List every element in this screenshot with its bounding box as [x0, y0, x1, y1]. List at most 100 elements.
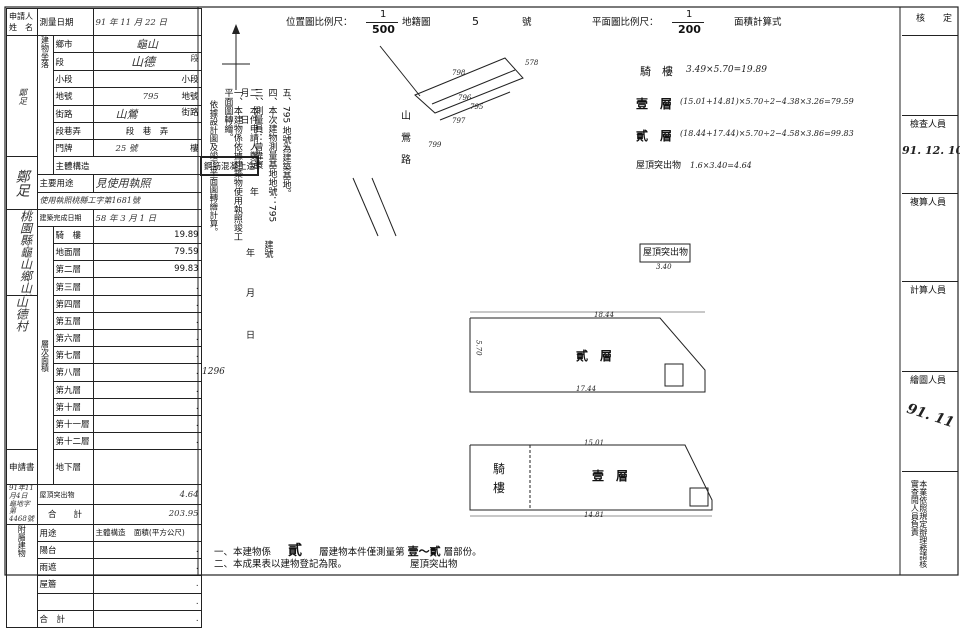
floor2-label: 貳 層 — [576, 349, 613, 363]
floor-label-7: 第七層 — [52, 346, 94, 365]
floor-label-12: 第十二層 — [52, 432, 94, 451]
floor-label-11: 第十一層 — [52, 414, 94, 434]
note-6: 依據設計圖及竣工平面圖轉繪計算。 — [207, 100, 218, 236]
note-3: 三、測量員：曾偉寰 — [252, 88, 263, 169]
footer-note-2-extra: 屋頂突出物 — [410, 559, 458, 570]
section-label: 段 — [52, 52, 94, 72]
arcade-label: 騎 樓 — [493, 462, 506, 496]
attach-label-2: 屋簷 — [36, 575, 94, 594]
calc-formula-1f: (15.01+14.81)×5.70÷2−4.38×3.26=79.59 — [680, 97, 854, 106]
lot-797: 797 — [452, 117, 466, 125]
door-suffix: 樓 — [190, 144, 199, 155]
roof-value: 4.64 — [92, 484, 202, 506]
use: 見使用執照 — [92, 174, 202, 193]
floor-value-4: . — [92, 294, 202, 313]
structure-label: 主體構造 — [52, 156, 202, 176]
floor-value-6: . — [92, 328, 202, 348]
floor-label-8: 第八層 — [52, 363, 94, 382]
plan-scale-bar — [672, 22, 704, 23]
total2-value: . — [92, 609, 202, 628]
floor-value-12: . — [92, 432, 202, 451]
basement-value — [92, 449, 202, 486]
calc-formula-roof: 1.6×3.40=4.64 — [690, 161, 752, 170]
road-name: 山鶯路 — [398, 110, 410, 176]
section: 山德 段 — [92, 52, 202, 72]
approve-label: 核 定 — [916, 14, 953, 24]
license: 使用執照桃縣工字第1681號 — [36, 191, 202, 210]
note-number: 1296 — [202, 367, 225, 377]
built-date-label: 建築完成日期 — [36, 208, 94, 227]
map-suffix: 號 — [522, 17, 532, 28]
floor-value-8: . — [92, 363, 202, 382]
subsection-suffix: 小段 — [92, 70, 202, 89]
floor-value-7: . — [92, 346, 202, 365]
floor-label-5: 第五層 — [52, 311, 94, 331]
footer-note-1-mid: 層建物本件僅測量第 — [319, 547, 405, 558]
drawer-cell: 繪圖人員 91. 11 — [902, 371, 958, 472]
calc-label-roof: 屋頂突出物 — [636, 161, 682, 171]
floor-value-0: 19.89 — [92, 225, 202, 245]
location-scale-label: 位置圖比例尺： — [286, 17, 353, 28]
apply-no: 91年11月4日 龜地字第 4468號 — [6, 484, 38, 525]
street-suffix: 街路 — [181, 107, 199, 118]
lane: 段 巷 弄 — [92, 121, 202, 140]
addr-label: 建物坐落 — [36, 34, 54, 176]
note-2: 二、本件申請人鄭足 年 月 日 — [238, 88, 258, 214]
floor2-dim-side: 5.70 — [474, 340, 483, 356]
calc-label-1f: 壹 層 — [636, 97, 673, 111]
total2-label: 合 計 — [36, 609, 94, 628]
note-1: 一、本建物係依據建築物使用執照竣工平面圖轉繪。 — [222, 88, 242, 241]
applicant-label: 申請人 姓 名 — [6, 8, 38, 36]
note-day: 日 — [246, 331, 256, 341]
lane-label: 段巷弄 — [52, 121, 94, 140]
note-5: 五、795 地號為建築基地。 — [280, 88, 291, 199]
lot-799: 799 — [428, 141, 442, 149]
street-value: 山鶯 — [115, 107, 138, 121]
floor-label-3: 第三層 — [52, 277, 94, 296]
map-label: 地籍圖 — [402, 17, 431, 28]
calc-formula-2f: (18.44+17.44)×5.70÷2−4.58×3.86=99.83 — [680, 129, 854, 138]
city-label: 鄉市 — [52, 34, 94, 54]
basement-label: 地下層 — [52, 449, 94, 486]
footer-note-1: 一、本建物係 貳 層建物本件僅測量第 壹～貳 層部份。 — [214, 544, 482, 558]
use-label: 主要用途 — [36, 174, 94, 193]
residence-seal: 山德村 — [6, 294, 38, 451]
floor-label-2: 第二層 — [52, 260, 94, 279]
built-date: 58 年 3 月 1 日 — [92, 208, 202, 227]
survey-date-label: 測量日期 — [36, 8, 94, 36]
subsection-label: 小段 — [52, 70, 94, 89]
attach-label-1: 雨遮 — [36, 558, 94, 577]
drawer-date: 91. 11 — [904, 400, 956, 432]
lot-value: 795 — [142, 92, 159, 103]
floor1-dim-bottom: 14.81 — [584, 511, 605, 519]
right-bottom-note: 本業依照規定辦理務請核實查閱人員負責 — [910, 480, 928, 568]
floor-value-3: . — [92, 277, 202, 296]
floor-label-6: 第六層 — [52, 328, 94, 348]
footer-note-1-pre: 一、本建物係 — [214, 547, 272, 558]
attach-header-area: 面積(平方公尺) — [133, 528, 185, 538]
note-building-no: 建號 — [262, 240, 273, 258]
total-label: 合 計 — [36, 504, 94, 525]
check-date: 91. 12. 10 — [902, 144, 960, 157]
attach-header-use: 用途 — [36, 523, 94, 542]
note-4: 四、本次建物測量基地地號：795 — [266, 88, 277, 223]
floor-label-10: 第十層 — [52, 397, 94, 416]
section-value: 山德 — [131, 55, 156, 70]
check-label: 檢查人員 — [910, 120, 947, 130]
lot-798: 798 — [452, 69, 466, 77]
drawer-label: 繪圖人員 — [910, 376, 947, 386]
location-scale-num: 1 — [380, 9, 387, 20]
floor-value-1: 79.59 — [92, 243, 202, 262]
attach-value-2: . — [92, 575, 202, 594]
floor1-label: 壹 層 — [592, 469, 629, 483]
attach-label-0: 陽台 — [36, 540, 94, 560]
location-scale-den: 500 — [372, 23, 395, 36]
floor2-dim-top: 18.44 — [594, 311, 615, 319]
attach-header-rest: 主體構造 面積(平方公尺) — [92, 523, 202, 542]
section-suffix: 段 — [190, 54, 199, 64]
apply-label: 申請書 — [6, 449, 38, 486]
plan-scale-den: 200 — [678, 23, 701, 36]
footer-note-1-post: 層部份。 — [443, 547, 482, 558]
structure: 鋼筋混凝土造 — [200, 155, 260, 176]
calc-formula-arcade: 3.49×5.70=19.89 — [686, 65, 767, 75]
